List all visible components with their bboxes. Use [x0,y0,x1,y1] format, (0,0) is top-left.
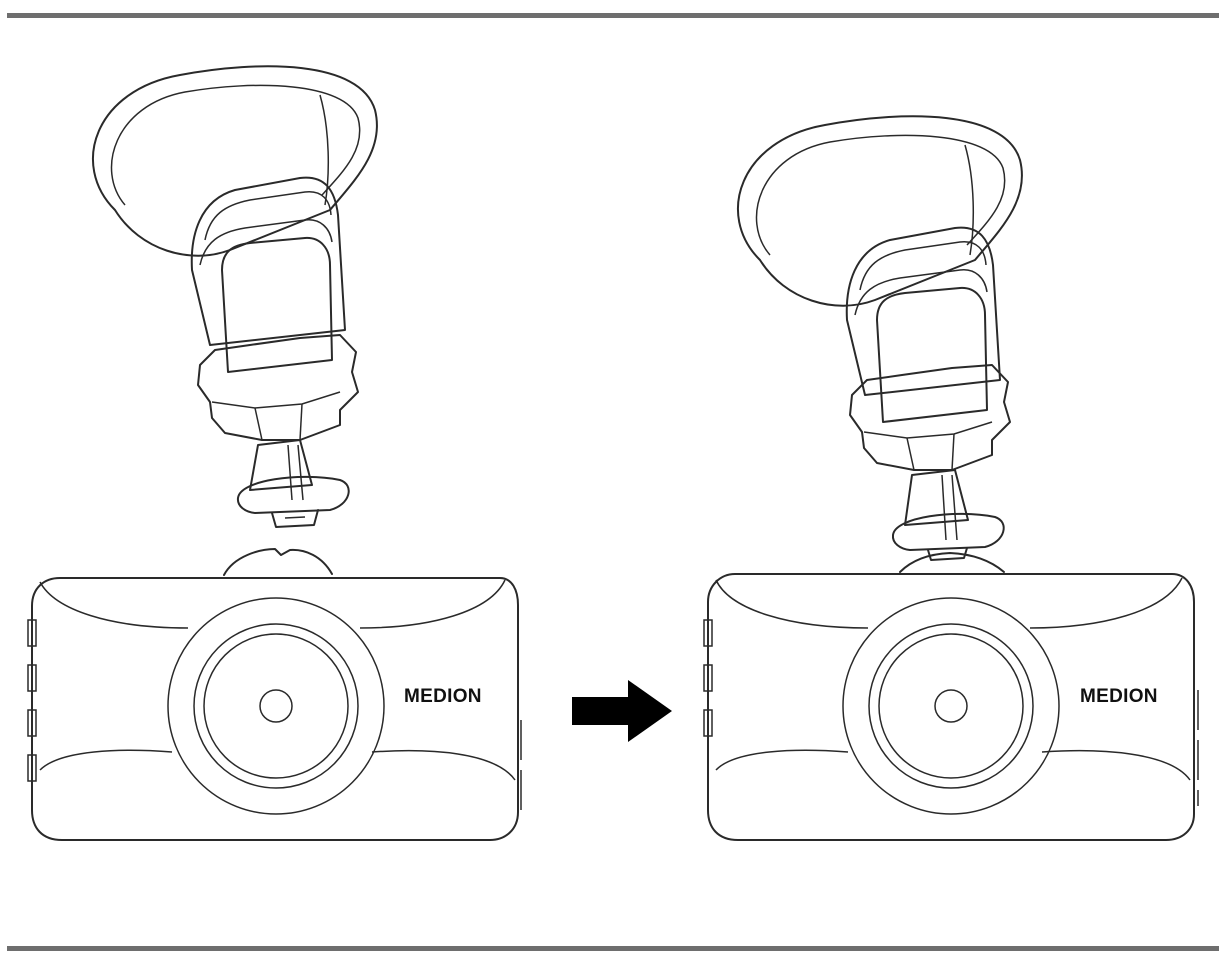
brand-logo: MEDION [404,686,482,707]
lens-ring [868,623,1034,789]
lens-ring [193,623,359,789]
locking-nut [849,364,1011,471]
top-rule [7,13,1219,18]
camera-body [707,573,1195,841]
mount-rail [223,548,333,576]
pivot-block [876,286,988,423]
side-button [27,709,37,737]
brand-logo: MEDION [1080,686,1158,707]
pivot-block [221,236,333,373]
mount-stem [904,469,969,526]
suction-cup [737,115,1023,307]
side-button [703,709,713,737]
camera-body [31,577,519,841]
suction-cup [92,65,378,257]
dashcam-after: MEDION [703,573,1199,841]
suction-mount-holder-attached [737,115,1023,573]
lens-center [259,689,293,723]
lens-bezel [167,597,385,815]
side-button [27,619,37,647]
mount-rail-engaged [899,552,1005,573]
lens-bezel [842,597,1060,815]
mount-arm [845,226,1001,396]
mount-stem [249,439,313,491]
lens-center [934,689,968,723]
side-button [703,619,713,647]
rail-foot [891,512,1005,551]
bottom-rule [7,946,1219,951]
locking-nut [197,334,359,441]
suction-mount-holder [92,65,378,528]
step-after: MEDION [703,115,1199,841]
dashcam-before: MEDION [27,548,522,841]
arrow-right-icon [572,680,672,742]
side-button [27,664,37,692]
side-button [703,664,713,692]
step-before: MEDION [27,65,522,841]
mount-arm [190,176,346,346]
side-button [27,754,37,782]
rail-foot [236,475,350,514]
